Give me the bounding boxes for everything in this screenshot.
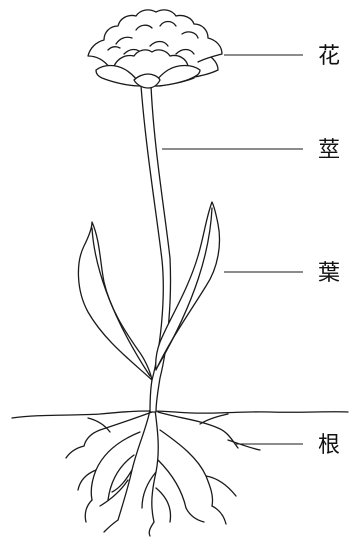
flower [88, 10, 222, 88]
leaf-left [78, 222, 152, 380]
label-flower: 花 [318, 44, 340, 69]
label-stem: 莖 [318, 138, 340, 163]
label-leaf: 葉 [318, 261, 340, 286]
label-root: 根 [318, 433, 340, 458]
roots [66, 410, 260, 536]
